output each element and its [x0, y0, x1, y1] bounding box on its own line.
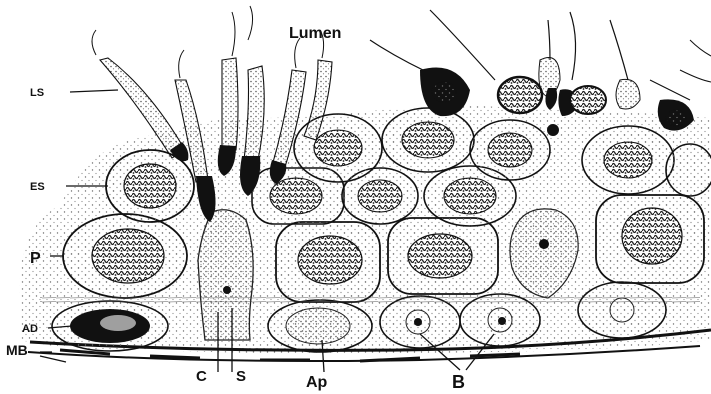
- leader-ls: [70, 90, 118, 92]
- label-mb: MB: [6, 342, 28, 358]
- sertoli-cell: [198, 210, 253, 340]
- irregular-cell-nucleolus: [539, 239, 549, 249]
- label-ap: Ap: [306, 374, 328, 391]
- sertoli-nucleolus: [223, 286, 231, 294]
- label-s: S: [236, 368, 246, 385]
- label-es: ES: [30, 181, 45, 193]
- label-b: B: [452, 372, 465, 392]
- fibrous-layer: [40, 296, 700, 304]
- label-c: C: [196, 368, 207, 385]
- label-ls: LS: [30, 87, 44, 99]
- label-lumen: Lumen: [289, 25, 341, 42]
- label-p: P: [30, 250, 41, 267]
- label-ad: AD: [22, 323, 38, 335]
- apale-spermatogonium: [268, 300, 372, 352]
- basal-cell-right: [578, 282, 666, 338]
